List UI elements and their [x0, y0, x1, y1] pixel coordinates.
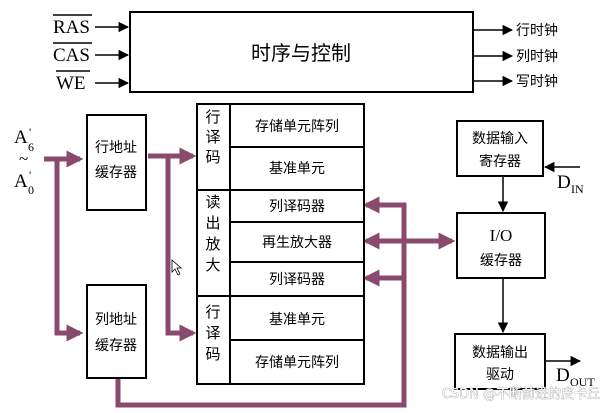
svg-text:数据输入: 数据输入 [472, 131, 528, 147]
svg-text:I/O: I/O [490, 226, 513, 245]
cas-signal-label: CAS [53, 45, 90, 66]
svg-text:0: 0 [28, 183, 34, 197]
svg-text:缓存器: 缓存器 [480, 253, 522, 269]
svg-text:D: D [556, 365, 570, 386]
svg-text:6: 6 [28, 140, 34, 154]
memory-array-block [196, 103, 365, 385]
write-clock-label: 写时钟 [516, 73, 558, 90]
svg-text:缓存器: 缓存器 [95, 165, 137, 181]
svg-text:驱动: 驱动 [486, 367, 514, 383]
column-address-buffer [86, 284, 147, 379]
timing-control-title: 时序与控制 [251, 41, 351, 65]
ras-signal-label: RAS [53, 17, 90, 38]
svg-text:出: 出 [205, 214, 220, 232]
row-decoder-top: 行 译 码 [205, 108, 220, 166]
svg-text:译: 译 [205, 324, 220, 342]
regeneration-amplifier: 再生放大器 [262, 235, 332, 251]
svg-text:译: 译 [205, 128, 220, 146]
svg-text:A: A [14, 127, 28, 148]
data-input-register [456, 120, 544, 177]
svg-text:': ' [29, 168, 31, 182]
svg-text:IN: IN [571, 182, 584, 196]
svg-text:行: 行 [205, 108, 220, 126]
mouse-cursor-icon [171, 259, 183, 276]
svg-text:行地址: 行地址 [95, 140, 137, 156]
svg-text:A: A [14, 171, 28, 192]
reference-cell-top: 基准单元 [269, 160, 325, 177]
reference-cell-bottom: 基准单元 [269, 311, 325, 328]
sense-amplifier-label: 读 出 放 大 [205, 193, 220, 274]
data-out-label: D OUT [556, 365, 595, 389]
column-decoder-top: 列译码器 [269, 199, 325, 215]
column-clock-label: 列时钟 [516, 48, 558, 65]
svg-text:数据输出: 数据输出 [472, 345, 528, 361]
svg-text:D: D [557, 172, 571, 193]
svg-text:码: 码 [205, 345, 220, 363]
svg-text:~: ~ [19, 149, 28, 168]
row-clock-label: 行时钟 [516, 22, 558, 39]
svg-text:OUT: OUT [570, 375, 595, 389]
storage-cell-array-bottom: 存储单元阵列 [255, 355, 339, 371]
svg-text:放: 放 [205, 235, 220, 253]
watermark: CSDN @不断前进的皮卡丘 [442, 386, 600, 402]
svg-text:大: 大 [205, 256, 220, 274]
svg-text:码: 码 [205, 148, 220, 166]
address-input-label: A ' 6 ~ A ' 0 [14, 125, 34, 197]
svg-text:缓存器: 缓存器 [95, 338, 137, 354]
row-decoder-bottom: 行 译 码 [205, 303, 220, 363]
we-signal-label: WE [56, 73, 86, 94]
io-buffer [456, 212, 546, 279]
column-decoder-bottom: 列译码器 [269, 272, 325, 288]
column-address-bus [115, 196, 407, 408]
timing-control-box [129, 11, 474, 93]
svg-text:': ' [29, 125, 31, 139]
data-in-label: D IN [557, 172, 584, 196]
address-bus [44, 147, 197, 342]
svg-text:行: 行 [205, 303, 220, 321]
svg-text:读: 读 [205, 193, 220, 211]
row-address-buffer [86, 114, 147, 211]
storage-cell-array-top: 存储单元阵列 [255, 119, 339, 135]
svg-text:列地址: 列地址 [95, 312, 137, 328]
svg-text:寄存器: 寄存器 [479, 153, 521, 170]
